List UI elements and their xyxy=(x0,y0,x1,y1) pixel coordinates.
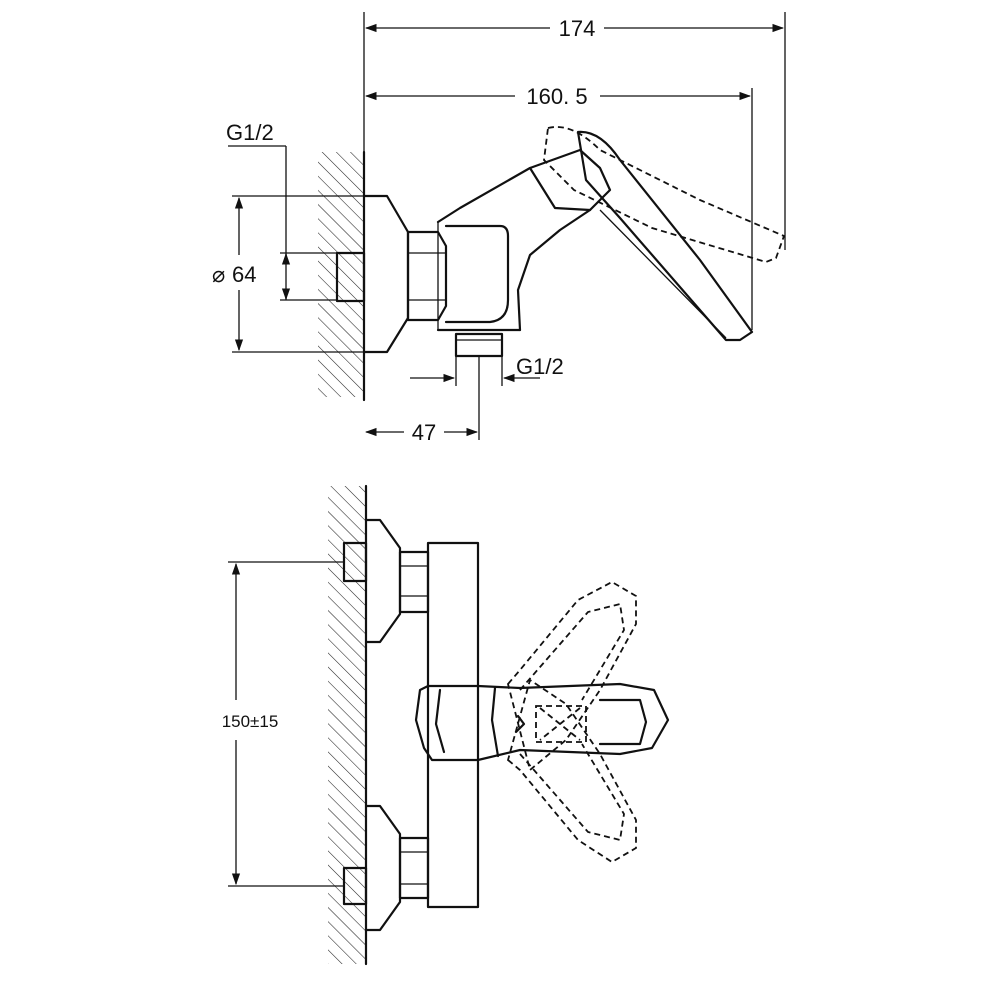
dim-outlet-thread: G1/2 xyxy=(516,354,564,379)
valve-body xyxy=(444,224,510,324)
dim-flange-diameter: 64 xyxy=(232,262,256,287)
handle-front-alt-down xyxy=(506,678,637,864)
diameter-symbol: ⌀ xyxy=(212,262,225,287)
inlet-stub xyxy=(335,251,366,303)
wall-flange xyxy=(362,194,410,354)
front-view: 150±15 xyxy=(222,484,670,966)
mixer-body xyxy=(426,541,480,909)
handle-front-alt-up xyxy=(507,580,637,772)
wall-hatch-bottom xyxy=(328,486,366,964)
dim-overall-length: 174 xyxy=(559,16,596,41)
dim-inlet-thread: G1/2 xyxy=(226,120,274,145)
wall-hatch-top xyxy=(318,152,364,397)
dim-handle-reach: 160. 5 xyxy=(526,84,587,109)
dim-center-distance: 150±15 xyxy=(222,712,279,731)
hex-nut xyxy=(406,230,448,322)
outlet-connector xyxy=(454,332,504,358)
handle-neck xyxy=(436,148,612,332)
handle-front xyxy=(414,682,670,762)
dim-outlet-offset: 47 xyxy=(412,420,436,445)
side-view: 174 160. 5 G1/2 ⌀ 64 G1/2 47 xyxy=(212,12,786,445)
handle-lever xyxy=(576,130,754,342)
handle-lever-alt xyxy=(543,126,786,263)
